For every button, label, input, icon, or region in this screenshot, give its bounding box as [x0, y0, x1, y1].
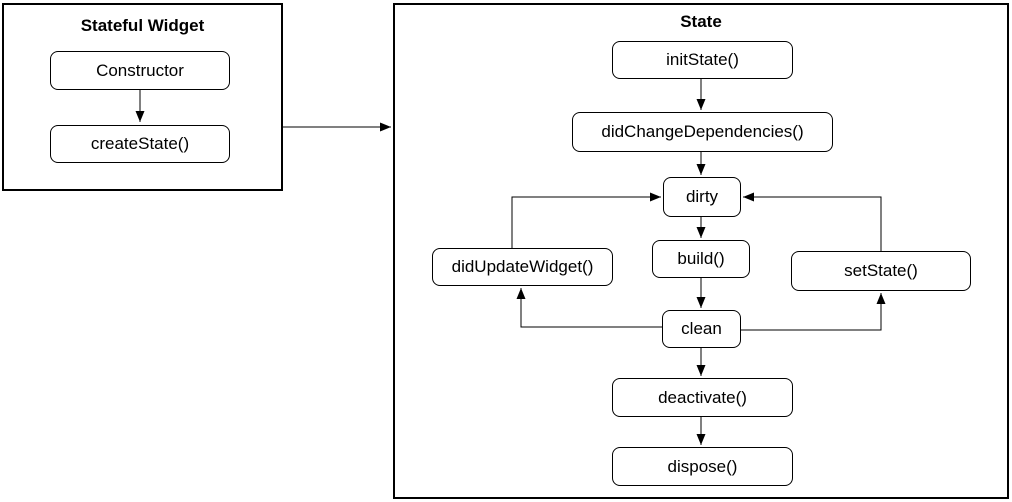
node-clean: clean: [662, 310, 741, 348]
node-dirty: dirty: [663, 177, 741, 217]
connector-didupdatewidget-to-dirty: [511, 192, 661, 248]
node-deactivate: deactivate(): [612, 378, 793, 417]
node-createstate: createState(): [50, 125, 230, 163]
node-dispose: dispose(): [612, 447, 793, 486]
state-title: State: [680, 12, 722, 31]
connector-clean-to-didupdatewidget: [516, 288, 662, 328]
connector-clean-to-setstate: [741, 293, 886, 331]
node-constructor: Constructor: [50, 51, 230, 90]
stateful-widget-title: Stateful Widget: [80, 16, 205, 35]
node-didupdatewidget: didUpdateWidget(): [432, 248, 613, 286]
node-initstate: initState(): [612, 41, 793, 79]
node-setstate: setState(): [791, 251, 971, 291]
connector-setstate-to-dirty: [743, 192, 882, 251]
node-build: build(): [652, 240, 750, 278]
node-didchangedependencies: didChangeDependencies(): [572, 112, 833, 152]
